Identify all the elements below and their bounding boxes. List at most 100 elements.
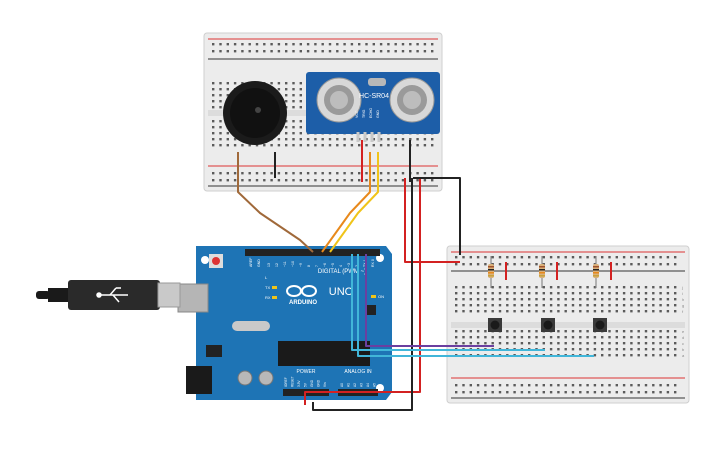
breadboard-hole bbox=[674, 263, 677, 266]
breadboard-hole bbox=[263, 50, 266, 53]
breadboard-hole bbox=[652, 304, 655, 307]
breadboard-hole bbox=[484, 342, 487, 345]
breadboard-hole bbox=[476, 391, 480, 394]
breadboard-hole bbox=[476, 286, 480, 289]
sensor-pin bbox=[356, 132, 360, 142]
sensor-pin bbox=[377, 132, 381, 142]
breadboard-hole bbox=[491, 286, 494, 289]
breadboard-hole bbox=[615, 304, 618, 307]
breadboard-hole bbox=[579, 384, 582, 387]
breadboard-hole bbox=[314, 144, 317, 147]
breadboard-hole bbox=[601, 256, 604, 259]
resistor[interactable] bbox=[593, 256, 599, 288]
breadboard-hole bbox=[557, 286, 560, 289]
breadboard-hole bbox=[299, 100, 302, 103]
breadboard-hole bbox=[416, 50, 419, 53]
breadboard-hole bbox=[528, 263, 531, 266]
capacitor bbox=[237, 370, 253, 386]
breadboard-hole bbox=[622, 342, 626, 345]
breadboard-hole bbox=[498, 304, 502, 307]
breadboard-hole bbox=[277, 179, 281, 182]
breadboard-hole bbox=[506, 336, 509, 339]
breadboard-hole bbox=[608, 330, 611, 333]
breadboard-hole bbox=[644, 310, 648, 313]
breadboard-hole bbox=[219, 126, 222, 129]
breadboard-hole bbox=[549, 384, 553, 387]
breadboard-hole bbox=[431, 179, 434, 182]
breadboard-hole bbox=[219, 120, 222, 123]
breadboard-hole bbox=[528, 336, 531, 339]
pushbutton[interactable] bbox=[593, 318, 607, 332]
breadboard-hole bbox=[299, 88, 302, 91]
digital-pin-label: 7 bbox=[315, 265, 319, 267]
breadboard-hole bbox=[241, 144, 244, 147]
breadboard-hole bbox=[528, 384, 531, 387]
breadboard-hole bbox=[299, 126, 302, 129]
buzzer[interactable] bbox=[223, 81, 287, 145]
breadboard-hole bbox=[549, 298, 553, 301]
breadboard-hole bbox=[409, 43, 412, 46]
breadboard-hole bbox=[306, 179, 310, 182]
breadboard-hole bbox=[520, 391, 524, 394]
breadboard-hole bbox=[666, 304, 670, 307]
breadboard-hole bbox=[593, 256, 597, 259]
digital-pin-label: ~6 bbox=[323, 263, 327, 267]
breadboard-hole bbox=[659, 336, 662, 339]
breadboard-hole bbox=[542, 298, 545, 301]
digital-header-label: DIGITAL (PWM ~) bbox=[318, 269, 366, 275]
breadboard-hole bbox=[535, 298, 538, 301]
breadboard-hole bbox=[666, 256, 670, 259]
breadboard-hole bbox=[542, 342, 545, 345]
breadboard-hole bbox=[277, 172, 281, 175]
breadboard-hole bbox=[292, 50, 295, 53]
breadboard-hole bbox=[336, 144, 339, 147]
breadboard-hole bbox=[255, 50, 259, 53]
breadboard-hole bbox=[571, 330, 575, 333]
analog-pin-label: A3 bbox=[360, 383, 364, 387]
breadboard-hole bbox=[506, 384, 509, 387]
breadboard-hole bbox=[674, 348, 677, 351]
breadboard-hole bbox=[476, 304, 480, 307]
breadboard-hole bbox=[219, 82, 222, 85]
breadboard-hole bbox=[484, 330, 487, 333]
pushbutton[interactable] bbox=[488, 318, 502, 332]
breadboard-hole bbox=[666, 336, 670, 339]
breadboard-hole bbox=[270, 144, 273, 147]
breadboard-hole bbox=[674, 391, 677, 394]
row-label: b bbox=[682, 347, 685, 352]
breadboard-hole bbox=[644, 292, 648, 295]
breadboard-hole bbox=[350, 50, 354, 53]
breadboard-hole bbox=[219, 50, 222, 53]
breadboard-hole bbox=[652, 391, 655, 394]
breadboard-hole bbox=[285, 120, 288, 123]
breadboard-hole bbox=[579, 330, 582, 333]
breadboard-hole bbox=[608, 391, 611, 394]
breadboard-hole bbox=[615, 391, 618, 394]
breadboard-hole bbox=[506, 256, 509, 259]
breadboard-hole bbox=[593, 342, 597, 345]
breadboard-hole bbox=[557, 391, 560, 394]
breadboard-hole bbox=[652, 256, 655, 259]
breadboard-hole bbox=[601, 304, 604, 307]
resistor[interactable] bbox=[539, 256, 545, 288]
breadboard-hole bbox=[549, 286, 553, 289]
breadboard-hole bbox=[498, 336, 502, 339]
breadboard-hole bbox=[455, 286, 458, 289]
breadboard-hole bbox=[350, 138, 354, 141]
breadboard-hole bbox=[233, 50, 237, 53]
breadboard-hole bbox=[416, 172, 419, 175]
breadboard-hole bbox=[498, 391, 502, 394]
row-label: c bbox=[682, 341, 684, 346]
breadboard-hole bbox=[212, 172, 215, 175]
resistor[interactable] bbox=[488, 256, 494, 288]
breadboard-hole bbox=[586, 304, 589, 307]
breadboard-hole bbox=[299, 106, 302, 109]
pushbutton[interactable] bbox=[541, 318, 555, 332]
breadboard-hole bbox=[608, 256, 611, 259]
breadboard-hole bbox=[416, 179, 419, 182]
breadboard-hole bbox=[431, 50, 434, 53]
breadboard-hole bbox=[542, 292, 545, 295]
breadboard-hole bbox=[255, 144, 259, 147]
